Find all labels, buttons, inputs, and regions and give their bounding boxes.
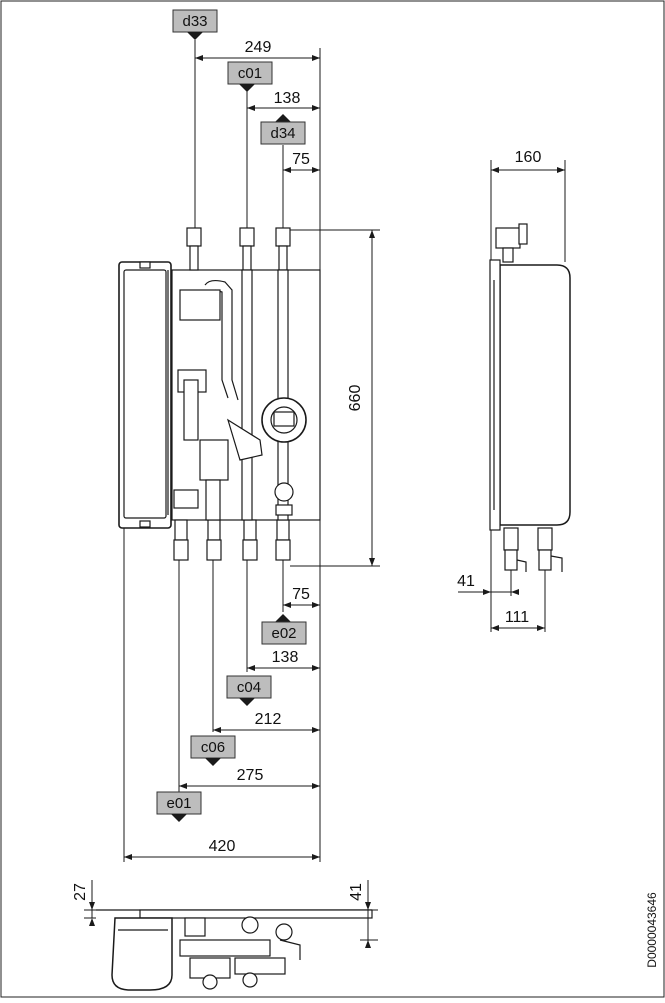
- document-id: D0000043646: [645, 892, 659, 968]
- dim-75-top: 75: [292, 151, 310, 168]
- front-cover-inner: [123, 269, 167, 519]
- dimension-values: 249 138 75 660 160 41 111 75 138 212 275…: [72, 39, 541, 901]
- tag-c04-label: c04: [237, 679, 261, 696]
- bottom-backplate: [139, 909, 373, 919]
- tag-e01-label: e01: [166, 795, 191, 812]
- dim-249: 249: [245, 39, 272, 56]
- dim-75-bottom: 75: [292, 586, 310, 603]
- tag-e01: e01: [156, 791, 202, 822]
- dim-160: 160: [515, 149, 542, 166]
- front-view: [118, 227, 321, 561]
- front-pump-inner: [270, 406, 298, 434]
- tag-d34-label: d34: [270, 125, 295, 142]
- tag-c01: c01: [227, 61, 273, 92]
- tag-d33-label: d33: [182, 13, 207, 30]
- dim-138-top: 138: [274, 90, 301, 107]
- tag-d33: d33: [172, 9, 218, 40]
- side-view: [489, 223, 571, 572]
- dim-660: 660: [347, 385, 364, 412]
- front-valve: [274, 482, 294, 502]
- tag-c06-label: c06: [201, 739, 225, 756]
- dim-41-side: 41: [457, 573, 475, 590]
- side-bottom-fitting-1: [503, 527, 519, 551]
- front-top-fittings: [186, 227, 291, 271]
- front-bottom-fittings: [173, 519, 291, 561]
- dim-41-bottom: 41: [348, 883, 365, 901]
- side-backplate: [489, 259, 501, 531]
- bottom-cover: [111, 917, 173, 991]
- dim-275: 275: [237, 767, 264, 784]
- side-top-fitting: [495, 227, 521, 249]
- tag-c01-label: c01: [238, 65, 262, 82]
- side-bottom-fitting-2: [537, 527, 553, 551]
- tag-e02: e02: [261, 614, 307, 645]
- dim-212: 212: [255, 711, 282, 728]
- bottom-view: [96, 909, 373, 991]
- tag-e02-label: e02: [271, 625, 296, 642]
- tag-c04: c04: [226, 675, 272, 706]
- dimension-arrows: [89, 55, 565, 948]
- dim-111: 111: [505, 609, 529, 626]
- dim-420: 420: [209, 838, 236, 855]
- dim-138-bottom: 138: [272, 649, 299, 666]
- side-housing: [499, 264, 571, 526]
- connection-tags: d33 c01 d34 e02 c04 c06: [156, 9, 307, 822]
- front-cover-notch-bottom: [139, 520, 151, 528]
- tag-d34: d34: [260, 114, 306, 145]
- tag-c06: c06: [190, 735, 236, 766]
- dim-27: 27: [72, 883, 89, 901]
- front-cover-notch-top: [139, 261, 151, 269]
- front-cover: [118, 261, 172, 529]
